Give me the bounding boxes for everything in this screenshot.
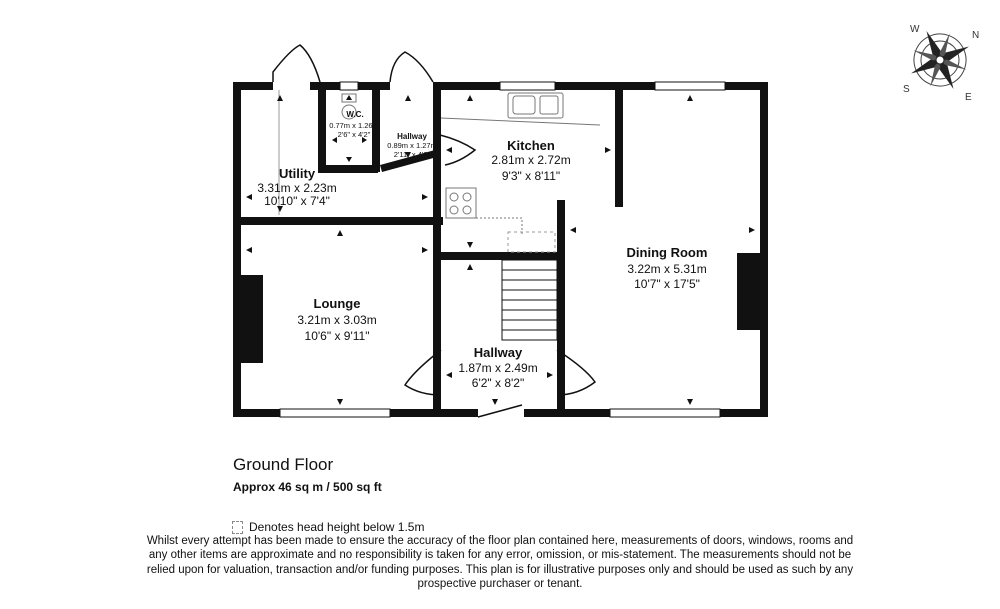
svg-text:Dining Room: Dining Room xyxy=(627,245,708,260)
svg-text:10'7" x 17'5": 10'7" x 17'5" xyxy=(634,277,700,291)
disclaimer: Whilst every attempt has been made to en… xyxy=(146,535,854,591)
svg-text:0.77m x 1.26m: 0.77m x 1.26m xyxy=(329,121,379,130)
compass-w: N xyxy=(972,30,979,41)
svg-text:10'10" x 7'4": 10'10" x 7'4" xyxy=(264,194,330,208)
compass-e: E xyxy=(965,92,972,103)
svg-text:0.89m x 1.27m: 0.89m x 1.27m xyxy=(387,141,437,150)
svg-text:9'3" x 8'11": 9'3" x 8'11" xyxy=(502,169,560,183)
compass-s: S xyxy=(903,84,910,95)
sink xyxy=(507,92,564,119)
svg-text:2'6" x 4'2": 2'6" x 4'2" xyxy=(338,130,371,139)
room-label-lounge: Lounge 3.21m x 3.03m 10'6" x 9'11" xyxy=(297,296,376,343)
svg-text:Hallway: Hallway xyxy=(397,132,427,141)
dimension-arrows xyxy=(246,95,755,405)
room-label-dining: Dining Room 3.22m x 5.31m 10'7" x 17'5" xyxy=(627,245,708,291)
room-label-hallway-small: Hallway 0.89m x 1.27m 2'11" x 4'2" xyxy=(387,132,437,159)
svg-text:2.81m x 2.72m: 2.81m x 2.72m xyxy=(491,153,570,167)
head-height-swatch xyxy=(232,520,243,534)
legend: Denotes head height below 1.5m xyxy=(232,520,424,534)
svg-text:Hallway: Hallway xyxy=(474,345,523,360)
room-label-utility: Utility 3.31m x 2.23m 10'10" x 7'4" xyxy=(257,166,336,208)
compass-n: W xyxy=(910,24,920,35)
doors xyxy=(272,44,597,418)
svg-text:1.87m x 2.49m: 1.87m x 2.49m xyxy=(458,361,537,375)
svg-text:2'11" x 4'2": 2'11" x 4'2" xyxy=(394,150,431,159)
svg-text:3.31m x 2.23m: 3.31m x 2.23m xyxy=(257,181,336,195)
legend-label: Denotes head height below 1.5m xyxy=(249,520,425,534)
windows xyxy=(279,81,726,418)
svg-text:3.21m x 3.03m: 3.21m x 3.03m xyxy=(297,313,376,327)
staircase xyxy=(501,259,558,341)
svg-text:3.22m x 5.31m: 3.22m x 5.31m xyxy=(627,262,706,276)
floor-title: Ground Floor xyxy=(233,455,334,474)
svg-text:Utility: Utility xyxy=(279,166,316,181)
svg-text:10'6" x 9'11": 10'6" x 9'11" xyxy=(305,329,370,343)
compass-icon xyxy=(910,30,970,90)
floor-area: Approx 46 sq m / 500 sq ft xyxy=(233,480,382,494)
floor-plan: Utility 3.31m x 2.23m 10'10" x 7'4" W.C.… xyxy=(233,24,979,418)
room-label-kitchen: Kitchen 2.81m x 2.72m 9'3" x 8'11" xyxy=(491,138,570,183)
svg-text:6'2" x 8'2": 6'2" x 8'2" xyxy=(472,376,524,390)
kitchen-fittings xyxy=(278,90,601,253)
svg-text:Lounge: Lounge xyxy=(314,296,361,311)
hob xyxy=(445,187,477,219)
room-label-hallway: Hallway 1.87m x 2.49m 6'2" x 8'2" xyxy=(458,345,537,390)
svg-text:W.C.: W.C. xyxy=(346,110,363,119)
svg-text:Kitchen: Kitchen xyxy=(507,138,555,153)
room-label-wc: W.C. 0.77m x 1.26m 2'6" x 4'2" xyxy=(329,110,379,139)
